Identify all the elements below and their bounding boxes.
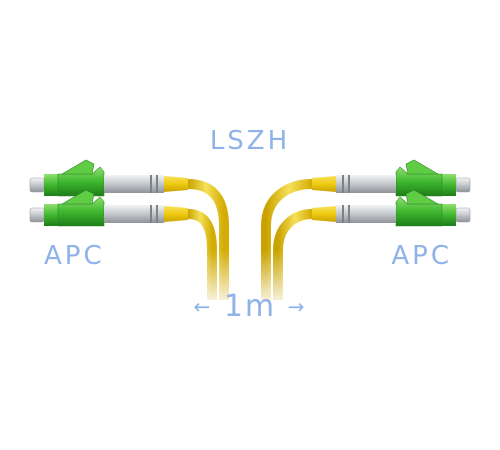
length-value: 1m <box>223 289 277 324</box>
left-connector-top <box>29 159 188 197</box>
left-connector-bottom <box>29 189 188 227</box>
length-label: ← 1m → <box>0 288 500 324</box>
right-cables <box>261 179 313 300</box>
left-cables <box>187 179 229 300</box>
right-arrow-icon: → <box>287 294 307 319</box>
left-cable-top <box>187 179 229 300</box>
right-connector-top <box>312 159 471 197</box>
cable-fade <box>190 250 310 310</box>
cable-type-label: LSZH <box>209 126 291 156</box>
right-cable-top <box>261 179 313 300</box>
right-connector-label: APC <box>391 241 452 271</box>
right-cable-bottom <box>273 209 313 300</box>
left-connector-label: APC <box>44 241 105 271</box>
left-cable-bottom <box>187 209 217 300</box>
right-connector-bottom <box>312 189 471 227</box>
left-arrow-icon: ← <box>193 294 213 319</box>
